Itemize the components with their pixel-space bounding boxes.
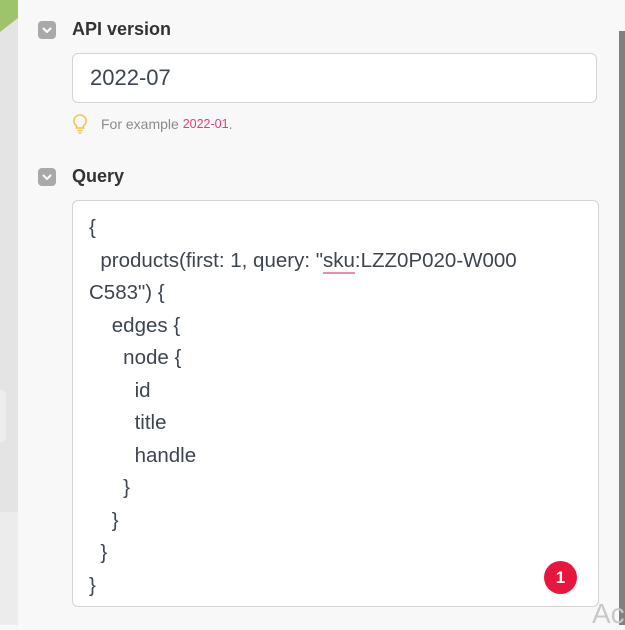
- query-header: Query: [38, 166, 124, 187]
- query-textarea[interactable]: { products(first: 1, query: "sku:LZZ0P02…: [72, 200, 599, 607]
- spellcheck-word: sku: [323, 248, 355, 272]
- hint-example: 2022-01: [182, 117, 229, 131]
- collapse-toggle-api-version[interactable]: [38, 20, 56, 39]
- module-icon-decoration: [0, 0, 18, 32]
- query-label: Query: [72, 166, 125, 186]
- collapse-toggle-query[interactable]: [38, 167, 56, 186]
- watermark-text: Ac: [592, 598, 625, 629]
- api-version-input[interactable]: 2022-07: [72, 53, 597, 103]
- chevron-down-icon: [42, 26, 52, 33]
- left-panel-card: [0, 390, 6, 442]
- scrollbar[interactable]: [619, 31, 625, 625]
- left-panel: [0, 0, 18, 625]
- api-version-header: API version: [38, 19, 171, 40]
- error-count-badge[interactable]: 1: [544, 561, 577, 594]
- api-version-hint: For example 2022-01.: [73, 114, 232, 134]
- api-version-label: API version: [72, 19, 172, 39]
- lightbulb-icon: [73, 114, 87, 134]
- chevron-down-icon: [42, 173, 52, 180]
